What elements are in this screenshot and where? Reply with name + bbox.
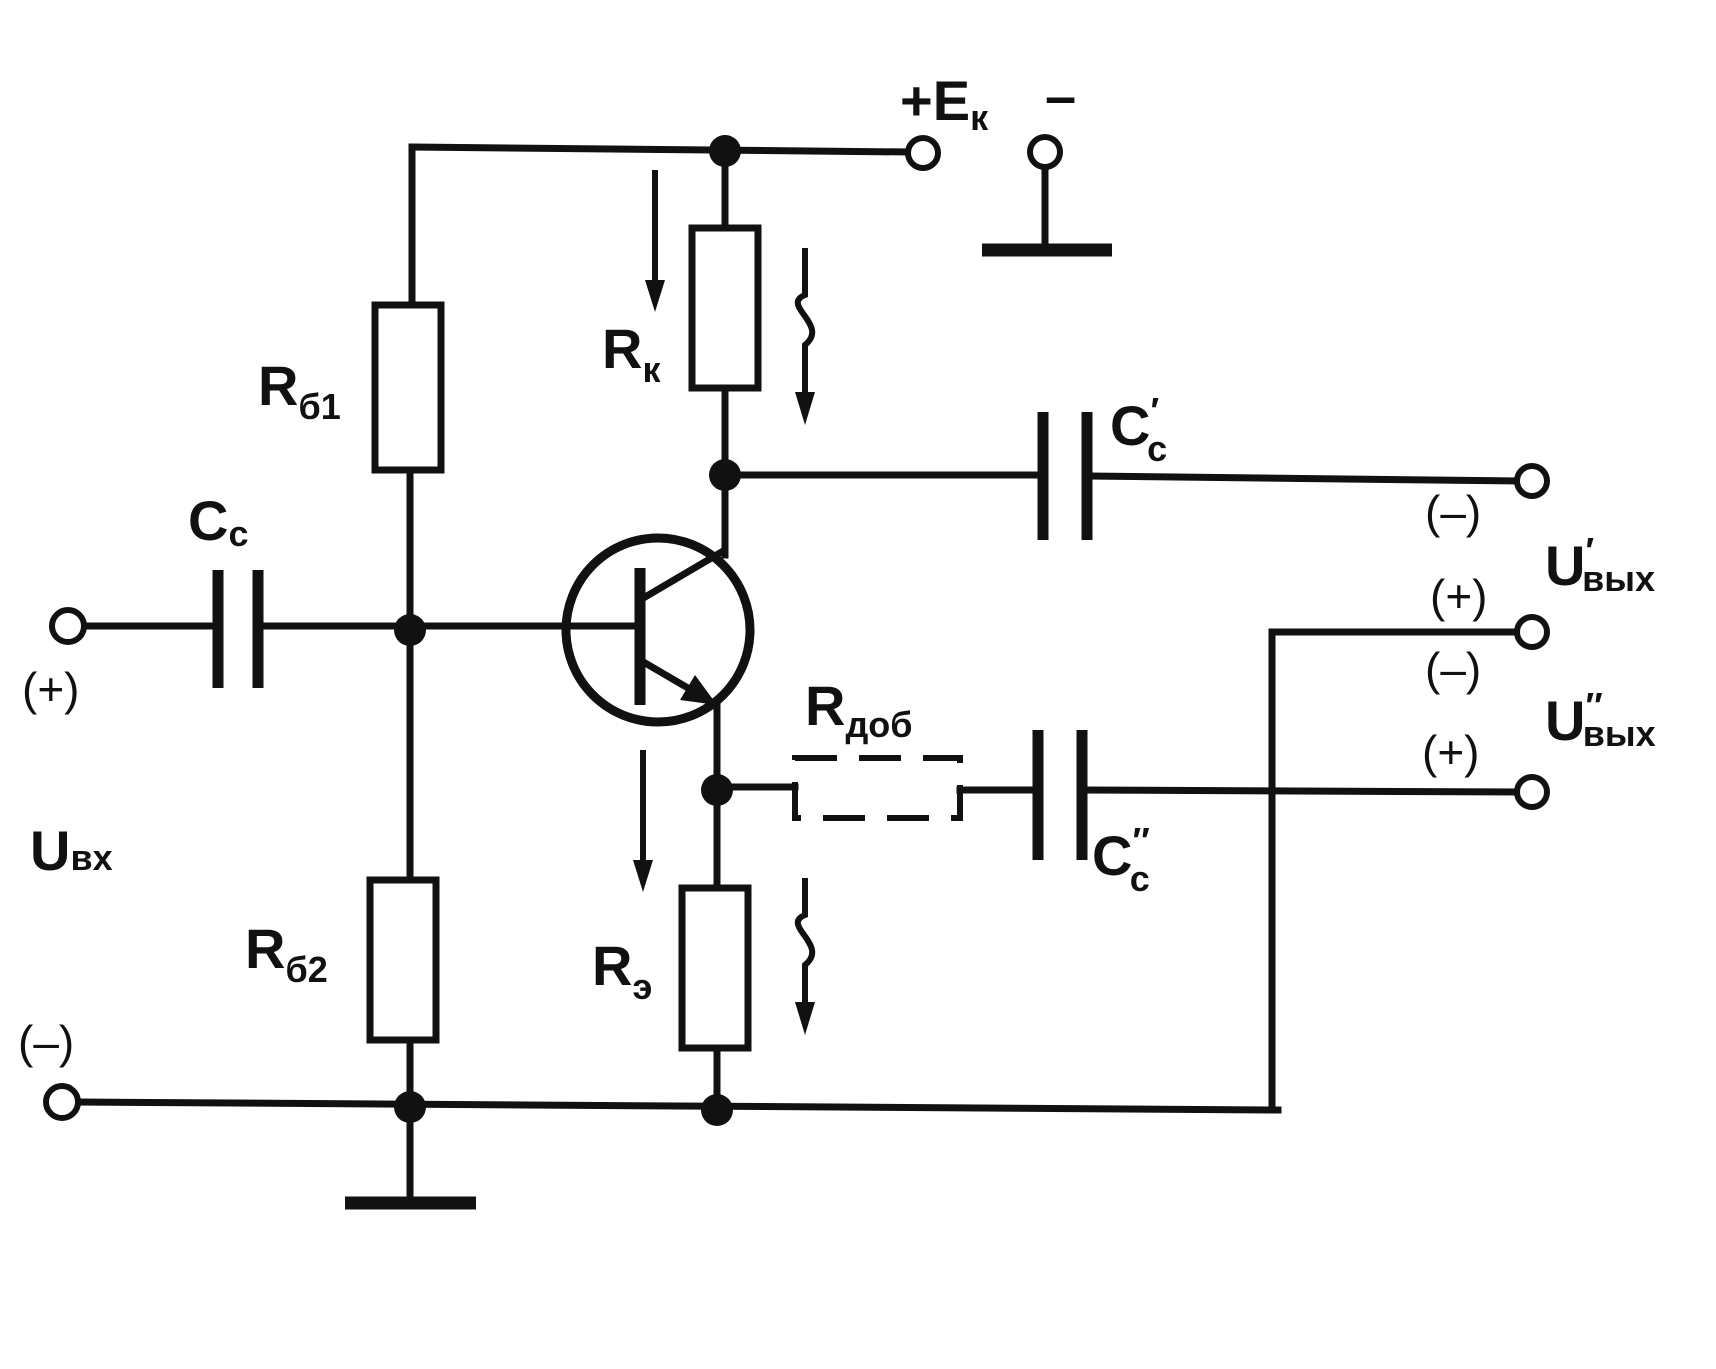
resistor-re [678,884,752,1052]
label-rb2: Rб2 [245,917,328,990]
terminal-input-minus [43,1083,81,1121]
polarity-out2-top: (–) [1425,643,1481,695]
capacitor-cc-in [212,570,264,688]
transistor-npn [561,533,755,727]
capacitor-cc-out1 [1037,412,1093,540]
junction-collector [709,459,741,491]
label-uout1: U′вых [1545,530,1655,599]
terminal-input-plus [49,607,87,645]
junction-ground-left [394,1091,426,1123]
junction-ground-right [701,1094,733,1126]
out-common-wire [1268,628,1522,1114]
supply-rail-top-wire [408,143,912,156]
polarity-out1-bottom: (+) [1430,570,1488,622]
label-cc-in: Cс [188,489,248,554]
terminal-supply-minus [1027,134,1063,170]
out2-wire [1081,786,1522,796]
svg-text:–: – [1045,64,1076,127]
resistor-rb1 [371,301,445,474]
out1-wire [1086,472,1522,485]
junction-supply [709,135,741,167]
svg-text:+Eк: +Eк [900,69,989,138]
resistor-rdob-optional [792,755,963,821]
polarity-out2-bottom: (+) [1422,726,1480,778]
label-cc-out2: C″с [1092,820,1150,899]
label-uout2: U″вых [1545,685,1656,754]
label-cc-out1: C′с [1110,390,1167,469]
terminal-out-common [1514,614,1550,650]
resistor-rk [688,224,762,392]
label-supply: +Eк – [900,64,1076,138]
terminal-out2 [1514,774,1550,810]
emitter-arrow-icon [680,675,717,705]
junction-base [394,614,426,646]
label-re: Rэ [592,934,652,1007]
current-arrow-collector-ac [794,248,816,425]
label-rb1: Rб1 [258,354,341,427]
junction-emitter [701,774,733,806]
current-arrow-emitter-dc [633,750,653,892]
ground-rail-wire [76,1098,1282,1114]
polarity-out1-top: (–) [1425,486,1481,538]
label-rk: Rк [602,317,661,390]
polarity-in-bottom: (–) [18,1016,74,1068]
terminal-out1 [1514,463,1550,499]
resistor-rb2 [366,876,440,1044]
current-arrow-emitter-ac [794,878,816,1035]
capacitor-cc-out2 [1032,730,1088,860]
terminal-supply-plus [905,135,941,171]
label-rdob: Rдоб [805,674,913,745]
label-uin: Uвх [30,819,113,882]
polarity-in-top: (+) [22,663,80,715]
current-arrow-collector-dc [645,170,665,312]
